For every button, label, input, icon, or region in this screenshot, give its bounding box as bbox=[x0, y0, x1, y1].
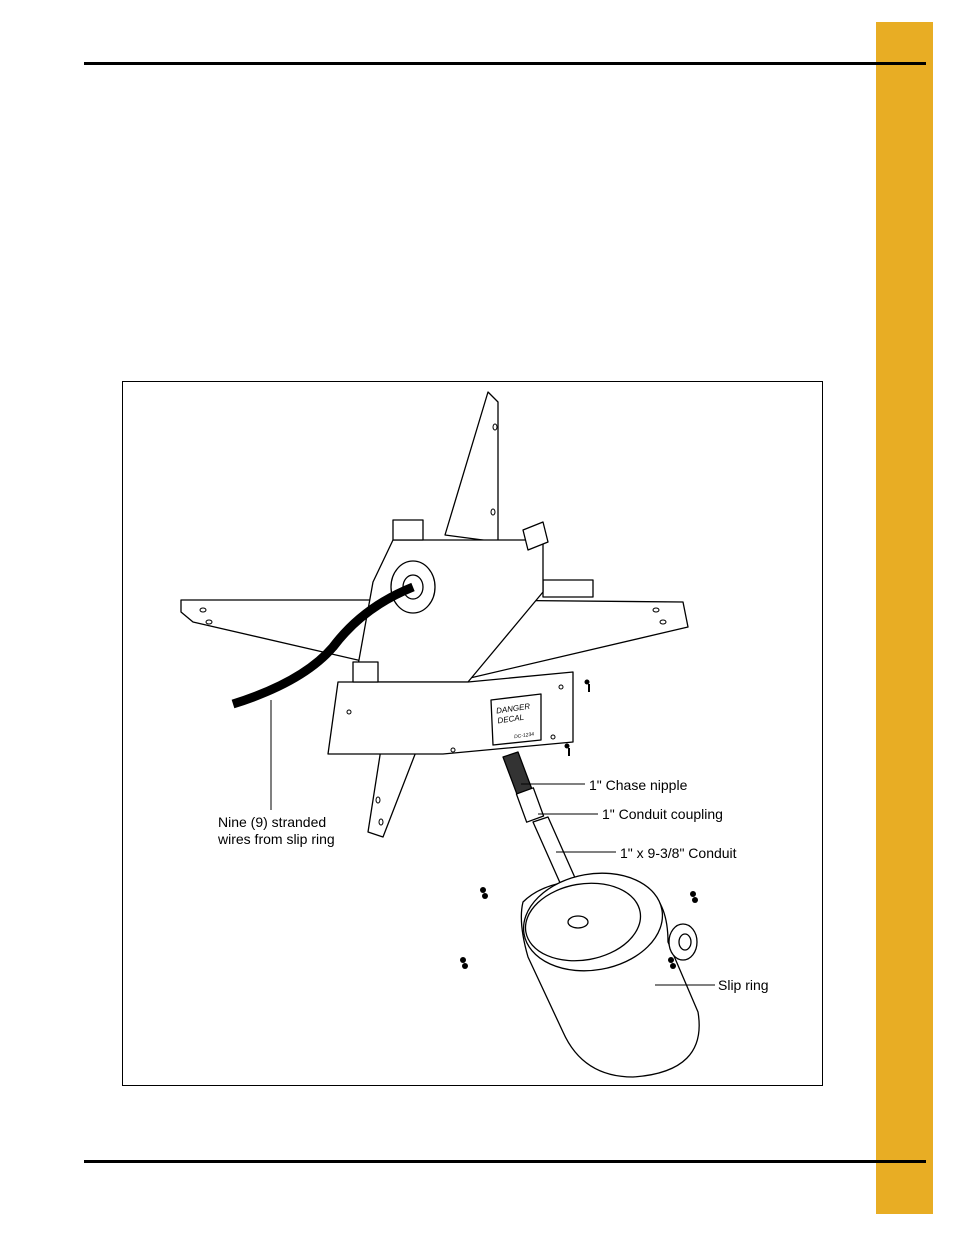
callout-chase-nipple: 1" Chase nipple bbox=[589, 777, 687, 794]
chapter-side-tab bbox=[876, 22, 933, 1214]
callout-wires-line2: wires from slip ring bbox=[218, 831, 335, 848]
callout-slip-ring: Slip ring bbox=[718, 977, 769, 994]
danger-decal-label: DANGER DECAL DC-1234 bbox=[496, 702, 535, 744]
back-plate bbox=[543, 580, 593, 597]
callout-wires-line1: Nine (9) stranded bbox=[218, 814, 335, 831]
callout-conduit: 1" x 9-3/8" Conduit bbox=[620, 845, 737, 862]
figure-frame: DANGER DECAL DC-1234 1" Chase nipple 1" … bbox=[122, 381, 823, 1086]
vertical-arm-top bbox=[445, 392, 498, 542]
top-right-tab bbox=[523, 522, 548, 550]
callout-conduit-coupling: 1" Conduit coupling bbox=[602, 806, 723, 823]
header-rule bbox=[84, 62, 926, 65]
conduit-coupling bbox=[516, 788, 543, 822]
footer-rule bbox=[84, 1160, 926, 1163]
left-tab-bracket bbox=[353, 662, 378, 682]
callout-stranded-wires: Nine (9) stranded wires from slip ring bbox=[218, 814, 335, 848]
top-left-tab bbox=[393, 520, 423, 540]
